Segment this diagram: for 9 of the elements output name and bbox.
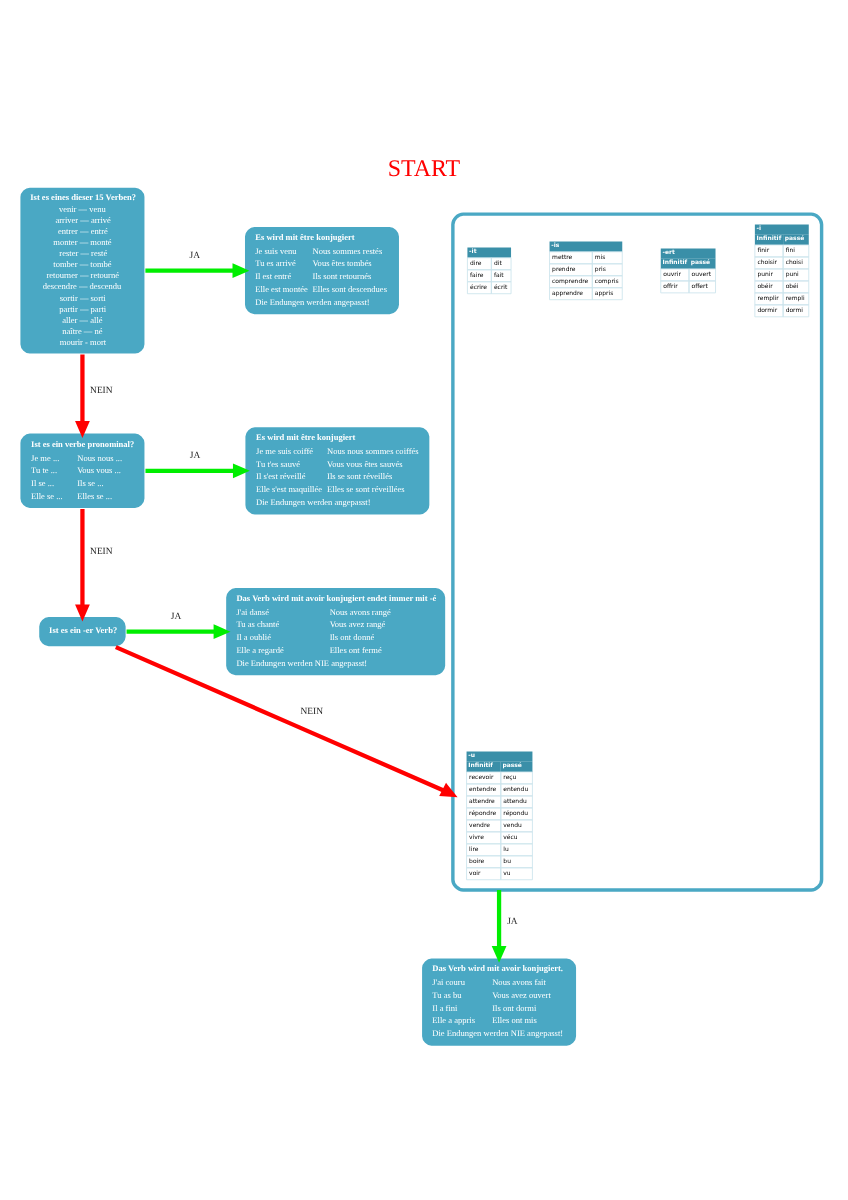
arrow <box>126 624 231 640</box>
arrow <box>75 509 90 622</box>
arrow <box>145 463 250 479</box>
arrow <box>114 645 458 798</box>
arrow <box>491 890 507 963</box>
cluster <box>451 212 824 892</box>
arrow <box>75 354 90 438</box>
arrow <box>145 263 250 278</box>
diagram-title: START <box>387 154 461 183</box>
